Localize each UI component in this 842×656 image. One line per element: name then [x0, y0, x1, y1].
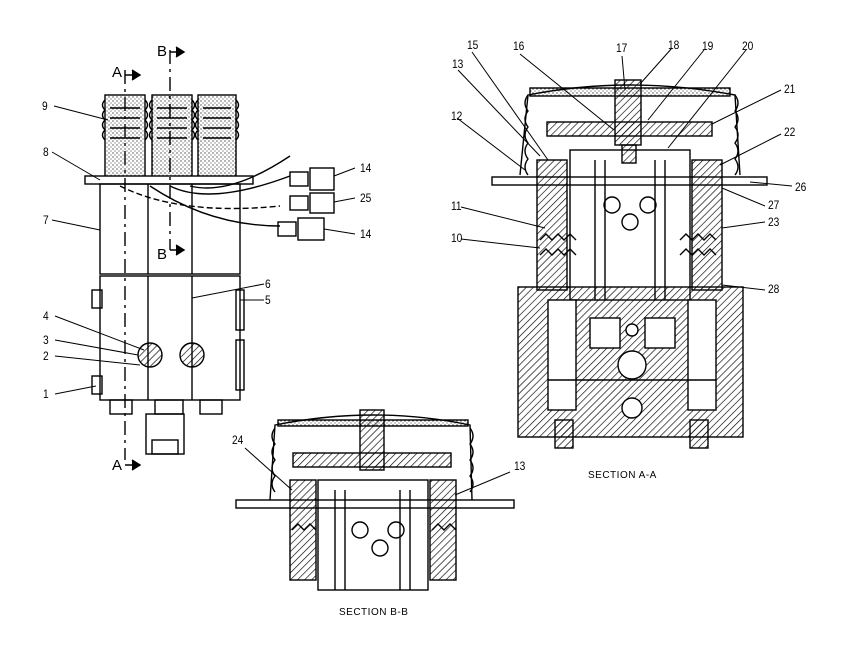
callout-7: 7 [43, 213, 49, 227]
callout-4: 4 [43, 309, 49, 323]
section-marker-b-bottom: B [157, 246, 168, 263]
callout-2: 2 [43, 349, 49, 363]
section-aa-view [491, 79, 768, 449]
section-marker-b-top: B [157, 43, 168, 60]
callout-15: 15 [467, 38, 479, 52]
callout-22: 22 [784, 125, 796, 139]
callout-5: 5 [265, 293, 271, 307]
callout-27: 27 [768, 198, 780, 212]
section-marker-a-bottom: A [112, 457, 123, 474]
callout-23: 23 [768, 215, 780, 229]
callout-26: 26 [795, 180, 807, 194]
callout-25: 25 [360, 191, 372, 205]
section-bb-caption: SECTION B-B [339, 607, 409, 618]
callout-1: 1 [43, 387, 49, 401]
leader-lines-aa [456, 47, 793, 291]
callout-13a: 13 [452, 57, 464, 71]
callout-9: 9 [42, 99, 48, 113]
callout-8: 8 [43, 145, 49, 159]
callout-24: 24 [232, 433, 244, 447]
leader-lines-bb [244, 447, 511, 496]
callout-6: 6 [265, 277, 271, 291]
callout-16: 16 [513, 39, 525, 53]
callout-18: 18 [668, 38, 680, 52]
section-aa-caption: SECTION A-A [588, 470, 657, 481]
section-marker-a-top: A [112, 64, 123, 81]
exterior-view [84, 46, 335, 471]
rubber-boots [101, 94, 240, 181]
callout-21: 21 [784, 82, 796, 96]
callout-20: 20 [742, 39, 754, 53]
callout-17: 17 [616, 41, 628, 55]
callout-3: 3 [43, 333, 49, 347]
callout-10: 10 [451, 231, 463, 245]
callout-14a: 14 [360, 161, 372, 175]
callout-14b: 14 [360, 227, 372, 241]
callout-19: 19 [702, 39, 714, 53]
callout-28: 28 [768, 282, 780, 296]
leader-lines-left [51, 105, 356, 395]
section-bb-view [235, 409, 515, 591]
callout-13b: 13 [514, 459, 526, 473]
callout-11: 11 [451, 199, 462, 213]
callout-12: 12 [451, 109, 463, 123]
